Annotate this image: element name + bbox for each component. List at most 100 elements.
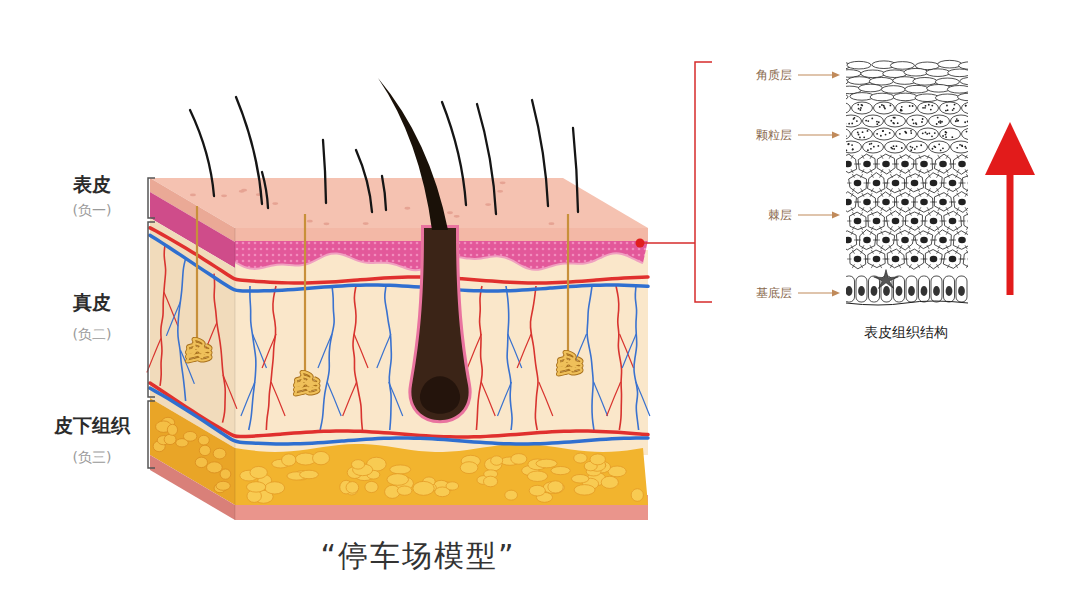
granule — [942, 135, 944, 137]
fat-cell — [574, 485, 595, 495]
cell-spine — [862, 193, 864, 197]
spinous-cell — [877, 231, 895, 250]
cell-spine — [961, 259, 966, 260]
skin-pore — [221, 194, 227, 197]
cell-nucleus — [939, 237, 947, 244]
granular-cell — [846, 115, 862, 127]
cell-spine — [862, 169, 864, 173]
cell-spine — [847, 221, 852, 222]
corneum-cell — [870, 93, 894, 101]
granule — [846, 123, 847, 125]
granule — [901, 106, 903, 108]
cell-spine — [908, 155, 910, 159]
granule — [922, 107, 924, 109]
granule — [859, 109, 861, 111]
cell-spine — [946, 245, 948, 249]
cell-spine — [861, 250, 863, 254]
granule — [867, 149, 869, 151]
cell-nucleus — [958, 199, 966, 206]
cell-spine — [909, 250, 911, 254]
fat-cell — [536, 459, 557, 468]
basal-cell — [944, 276, 955, 302]
granule — [945, 134, 947, 136]
cell-spine — [876, 240, 881, 241]
corneum-cell — [861, 70, 885, 78]
granule — [914, 148, 916, 150]
cell-spine — [965, 193, 967, 197]
cell-spine — [923, 183, 928, 184]
cell-spine — [871, 264, 873, 268]
fat-cell — [365, 481, 378, 492]
cell-spine — [861, 226, 863, 230]
cell-spine — [946, 155, 948, 159]
corneum-cell — [893, 93, 917, 101]
cell-spine — [938, 193, 940, 197]
callout-dot — [636, 239, 645, 248]
cell-spine — [938, 231, 940, 235]
cell-spine — [938, 155, 940, 159]
granule — [945, 110, 947, 112]
cell-spine — [919, 245, 921, 249]
granule — [876, 123, 878, 125]
skin-pore — [272, 202, 278, 205]
capillary-fork — [271, 382, 285, 416]
skin-pore — [454, 215, 460, 218]
cell-spine — [866, 221, 871, 222]
corneum-cell — [846, 93, 848, 101]
block-edge — [235, 228, 236, 520]
cell-spine — [890, 264, 892, 268]
granule — [858, 134, 860, 136]
cell-nucleus — [846, 199, 852, 206]
granule — [937, 117, 939, 119]
granule — [933, 145, 935, 147]
fat-cell — [631, 489, 643, 502]
granule — [910, 149, 912, 151]
spinous-cell — [916, 156, 933, 174]
hair-shaft — [323, 140, 326, 203]
cell-spine — [889, 207, 891, 211]
cell-nucleus — [882, 161, 890, 168]
blood-vessel — [150, 228, 648, 283]
cell-nucleus — [920, 161, 928, 168]
cell-spine — [880, 188, 882, 192]
capillary-fork — [389, 382, 403, 416]
granule — [961, 145, 963, 147]
skin-pore — [500, 181, 506, 184]
cell-spine — [957, 207, 959, 211]
cell-spine — [870, 155, 872, 159]
gland-coil-outline — [187, 339, 211, 362]
cell-nucleus — [933, 286, 940, 296]
hair-follicle-sheath — [411, 228, 468, 420]
layer-brackets — [148, 178, 155, 468]
cell-spine — [900, 169, 902, 173]
granule — [901, 147, 903, 149]
fat-cell — [529, 485, 545, 496]
granule — [931, 135, 933, 137]
granule — [938, 143, 940, 145]
corneum-cell — [927, 85, 951, 93]
cell-spine — [880, 250, 882, 254]
cell-spine — [899, 264, 901, 268]
level-note: (负三) — [73, 449, 112, 466]
hair-bulb-shade — [420, 376, 460, 414]
granule — [861, 104, 863, 106]
capillary-fork — [164, 292, 178, 326]
capillary — [476, 286, 482, 430]
cell-nucleus — [968, 180, 969, 187]
cell-spine — [871, 226, 873, 230]
cell-nucleus — [873, 180, 881, 187]
granule — [883, 105, 885, 107]
skin-pore — [497, 190, 503, 193]
cell-spine — [889, 155, 891, 159]
corneum-cell — [846, 70, 861, 78]
corneum-cell — [960, 77, 968, 85]
granule — [954, 104, 956, 106]
fat-cell — [460, 462, 478, 474]
granule — [930, 109, 932, 111]
granule — [882, 130, 884, 132]
cell-spine — [861, 264, 863, 268]
gland-coil — [295, 372, 319, 395]
skin-pore — [485, 203, 491, 206]
capillary-fork — [636, 382, 650, 416]
corneum-cell — [913, 78, 937, 86]
